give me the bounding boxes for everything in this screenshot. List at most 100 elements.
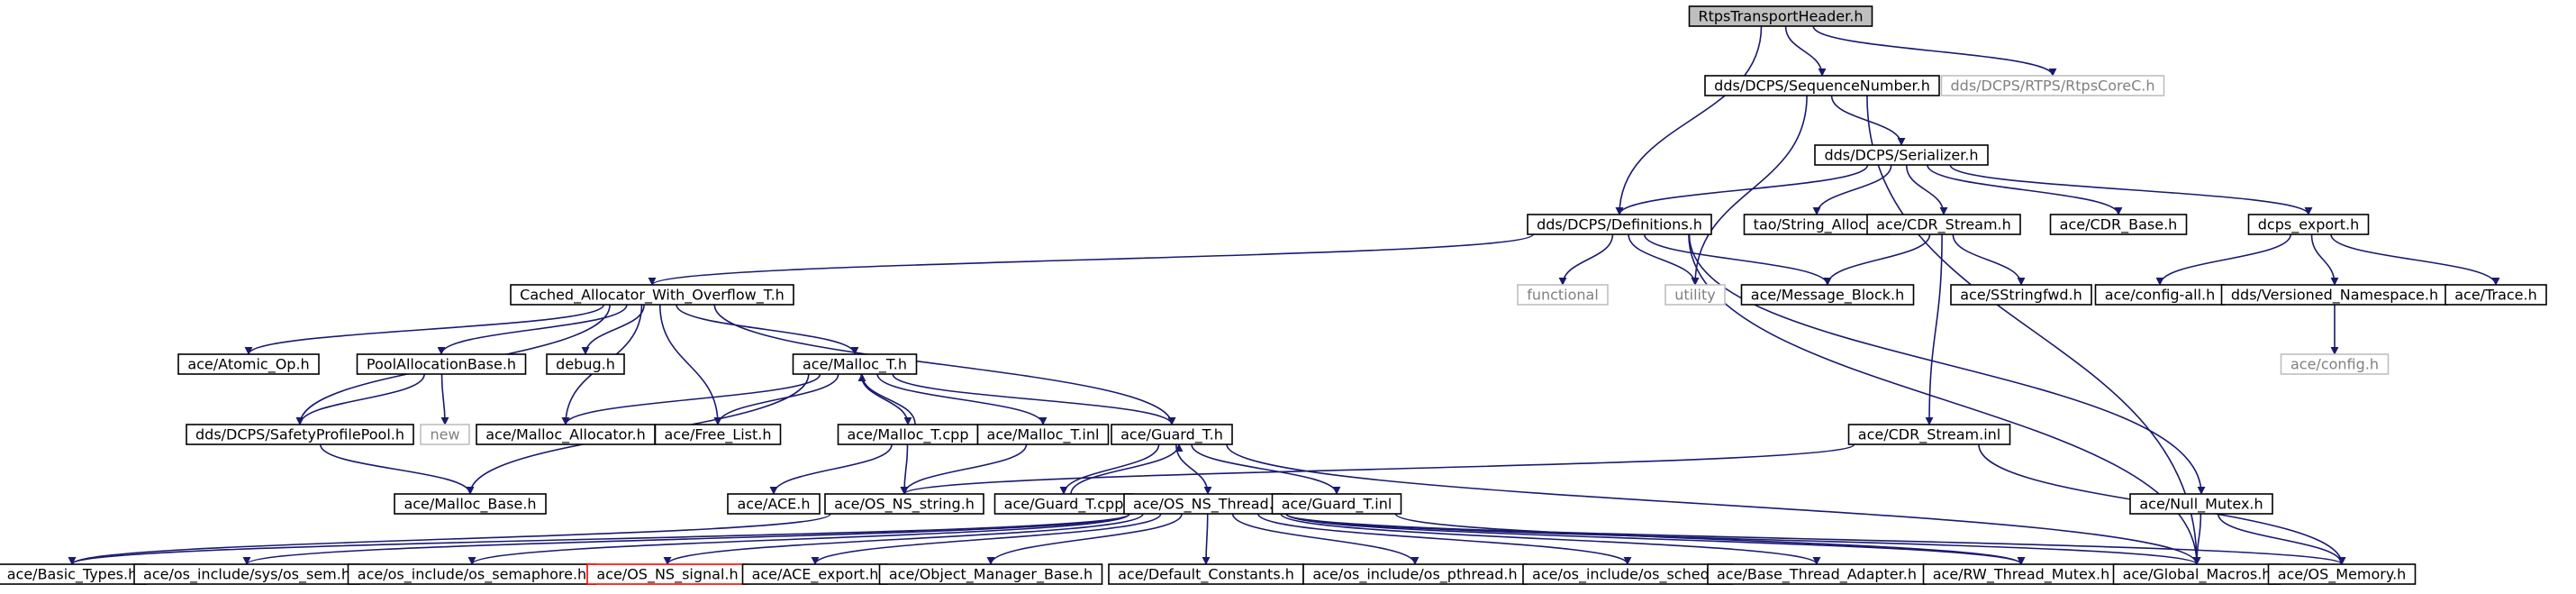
node-cdrbase[interactable]: ace/CDR_Base.h: [2049, 214, 2188, 235]
node-box: [1271, 493, 1402, 515]
node-label: ace/Malloc_T.cpp: [848, 426, 969, 444]
edge-cdrstream-to-sstringfwd: [1952, 233, 2026, 286]
node-root[interactable]: RtpsTransportHeader.h: [1688, 5, 1873, 27]
edge-osnsthread-to-rwmutex: [1285, 513, 2026, 565]
edge: [1558, 233, 1614, 286]
edge: [986, 513, 1183, 565]
node-defconst[interactable]: ace/Default_Constants.h: [1108, 563, 1304, 585]
node-aceexport[interactable]: ace/ACE_export.h: [741, 563, 889, 585]
node-basictypes[interactable]: ace/Basic_Types.h: [0, 563, 148, 585]
node-globalmacros[interactable]: ace/Global_Macros.h: [2112, 563, 2281, 585]
edge: [1280, 513, 1821, 565]
node-seqnum[interactable]: dds/DCPS/SequenceNumber.h: [1704, 75, 1940, 96]
node-box: [727, 493, 821, 515]
edge: [2155, 233, 2291, 286]
node-osnsstring[interactable]: ace/OS_NS_string.h: [824, 493, 984, 515]
edge-layer: [68, 25, 2500, 565]
node-ossem[interactable]: ace/os_include/sys/os_sem.h: [133, 563, 360, 585]
node-sstringfwd[interactable]: ace/SStringfwd.h: [1950, 284, 2092, 306]
node-malloctcpp[interactable]: ace/Malloc_T.cpp: [837, 424, 979, 445]
edge-serializer-to-definitions: [1615, 164, 1869, 215]
node-safetypool[interactable]: dds/DCPS/SafetyProfilePool.h: [186, 424, 414, 445]
node-utility[interactable]: utility: [1664, 284, 1726, 306]
node-nullmutex[interactable]: ace/Null_Mutex.h: [2129, 493, 2273, 515]
node-rtpscore[interactable]: dds/DCPS/RTPS/RtpsCoreC.h: [1940, 75, 2165, 96]
node-box: [824, 493, 984, 515]
edge-osnsthread-to-defconst: [1202, 513, 1211, 565]
edge: [1231, 513, 1420, 565]
edge-osnsthread-to-ossem: [242, 513, 1130, 565]
node-objmgr[interactable]: ace/Object_Manager_Base.h: [878, 563, 1103, 585]
node-versioned[interactable]: dds/Versioned_Namespace.h: [2220, 284, 2449, 306]
node-malloctinl[interactable]: ace/Malloc_T.inl: [976, 424, 1110, 445]
edge: [242, 513, 1130, 565]
node-functional[interactable]: functional: [1517, 284, 1609, 306]
edge: [1925, 233, 1943, 425]
edge-cachedalloc-to-malloct: [676, 304, 859, 355]
node-dcpsexport[interactable]: dcps_export.h: [2247, 214, 2370, 235]
node-new[interactable]: new: [420, 424, 470, 445]
node-configall[interactable]: ace/config-all.h: [2094, 284, 2226, 306]
edge: [1285, 513, 2201, 565]
node-label: ace/OS_NS_string.h: [834, 496, 975, 514]
edge-osnsthread-to-ossched: [1257, 513, 1632, 565]
edge: [1952, 233, 2026, 286]
node-msgblock[interactable]: ace/Message_Block.h: [1740, 284, 1915, 306]
node-guardth[interactable]: ace/Guard_T.h: [1111, 424, 1233, 445]
edge-root-to-definitions: [1615, 25, 1763, 215]
edge-definitions-to-cachedalloc: [648, 233, 1534, 286]
node-osnssignal[interactable]: ace/OS_NS_signal.h: [586, 563, 748, 585]
node-stralloc[interactable]: tao/String_Alloc.h: [1743, 214, 1891, 235]
node-label: ace/config-all.h: [2105, 287, 2216, 304]
node-label: ace/os_include/os_sched.h: [1532, 566, 1723, 584]
edge: [1823, 233, 1931, 286]
node-ossemaphore[interactable]: ace/os_include/os_semaphore.h: [347, 563, 597, 585]
node-osnsthread[interactable]: ace/OS_NS_Thread.h: [1123, 493, 1293, 515]
edge: [857, 373, 916, 425]
edge: [440, 373, 449, 425]
node-aceh[interactable]: ace/ACE.h: [727, 493, 821, 515]
node-rwmutex[interactable]: ace/RW_Thread_Mutex.h: [1922, 563, 2120, 585]
node-cdrstream[interactable]: ace/CDR_Stream.h: [1866, 214, 2021, 235]
node-label: ace/Basic_Types.h: [7, 566, 138, 584]
edge: [1257, 513, 1632, 565]
edge: [467, 513, 1130, 565]
edge-definitions-to-functional: [1558, 233, 1614, 286]
node-config[interactable]: ace/config.h: [2280, 353, 2390, 375]
node-atomicop[interactable]: ace/Atomic_Op.h: [177, 353, 320, 375]
node-definitions[interactable]: dds/DCPS/Definitions.h: [1527, 214, 1712, 235]
node-freelist[interactable]: ace/Free_List.h: [654, 424, 782, 445]
edge-serializer-to-cdrstream: [1905, 164, 1948, 215]
node-box: [2247, 214, 2370, 235]
edge-guardtcpp-to-guardth: [1070, 443, 1184, 495]
node-guardtcpp[interactable]: ace/Guard_T.cpp: [993, 493, 1134, 515]
node-osmemory[interactable]: ace/OS_Memory.h: [2267, 563, 2417, 585]
node-serializer[interactable]: dds/DCPS/Serializer.h: [1814, 144, 1989, 166]
edge-osnsthread-to-objmgr: [986, 513, 1183, 565]
node-poolalloc[interactable]: PoolAllocationBase.h: [356, 353, 527, 375]
node-mallocbase[interactable]: ace/Malloc_Base.h: [394, 493, 547, 515]
edge-cachedalloc-to-atomicop: [244, 304, 605, 355]
node-trace[interactable]: ace/Trace.h: [2444, 284, 2547, 306]
node-debug[interactable]: debug.h: [546, 353, 625, 375]
edge-nullmutex-to-osmemory: [2217, 513, 2346, 565]
edge: [900, 443, 1855, 495]
edge: [811, 513, 1162, 565]
node-cdrinl[interactable]: ace/CDR_Stream.inl: [1847, 424, 2011, 445]
node-basethread[interactable]: ace/Base_Thread_Adapter.h: [1707, 563, 1927, 585]
node-mallocalloc[interactable]: ace/Malloc_Allocator.h: [476, 424, 656, 445]
node-guardtinl[interactable]: ace/Guard_T.inl: [1271, 493, 1402, 515]
node-malloct[interactable]: ace/Malloc_T.h: [792, 353, 918, 375]
node-cachedalloc[interactable]: Cached_Allocator_With_Overflow_T.h: [510, 284, 794, 306]
node-label: debug.h: [556, 356, 615, 373]
node-ossched[interactable]: ace/os_include/os_sched.h: [1522, 563, 1733, 585]
edge: [1226, 443, 2201, 565]
node-box: [2049, 214, 2188, 235]
edge-definitions-to-utility: [1628, 233, 1700, 286]
node-box: [177, 353, 320, 375]
edge: [892, 373, 1176, 425]
node-label: ace/os_include/os_pthread.h: [1312, 566, 1517, 584]
edge: [1191, 443, 1341, 495]
node-pthread[interactable]: ace/os_include/os_pthread.h: [1302, 563, 1528, 585]
edge-osnsstring-to-basictypes: [68, 513, 831, 565]
